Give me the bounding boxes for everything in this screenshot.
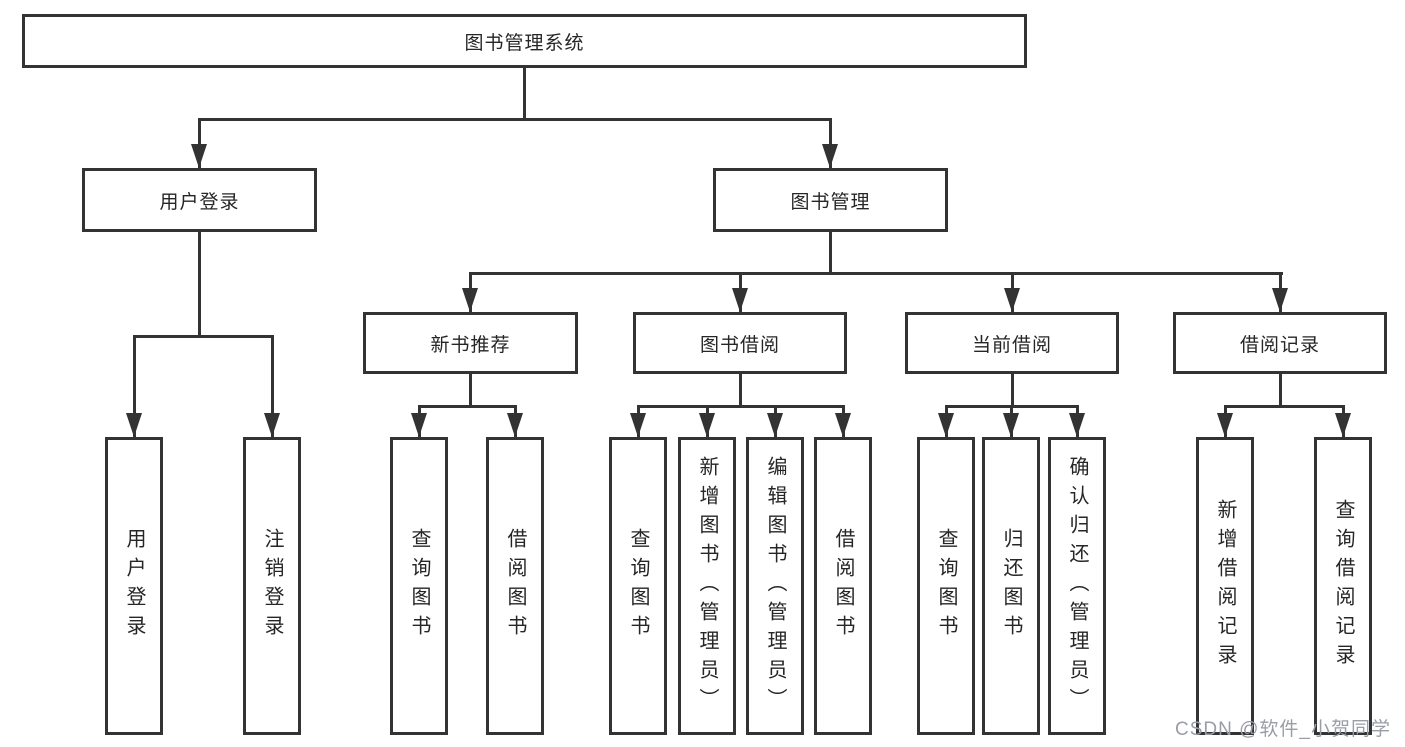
connector-drop-user-login [198, 118, 201, 168]
connector-drop-book-management [829, 118, 832, 168]
arrowhead-book-management [822, 144, 838, 168]
arrowhead-query-borrow-record [1335, 413, 1351, 437]
arrowhead-borrow-book-recommend [507, 413, 523, 437]
leaf-logout-login: 注销登录 [243, 437, 301, 735]
node-book-borrow: 图书借阅 [633, 312, 847, 374]
connector-current-borrow-stem [1011, 374, 1014, 408]
arrowhead-book-borrow [732, 288, 748, 312]
leaf-query-borrow-record: 查询借阅记录 [1314, 437, 1372, 735]
node-current-borrow: 当前借阅 [905, 312, 1119, 374]
leaf-add-borrow-record: 新增借阅记录 [1196, 437, 1254, 735]
connector-book-borrow-rail [637, 405, 845, 408]
arrowhead-leaf-logout [264, 413, 280, 437]
leaf-add-book-admin: 新增图书（管理员） [678, 437, 736, 735]
node-label: 图书管理 [790, 191, 871, 213]
connector-drop-leaf-logout [271, 335, 274, 437]
node-library-management-system: 图书管理系统 [22, 14, 1027, 68]
leaf-label: 借阅图书 [832, 528, 854, 644]
leaf-query-book-recommend: 查询图书 [390, 437, 448, 735]
leaf-label: 借阅图书 [504, 528, 526, 644]
leaf-return-book: 归还图书 [982, 437, 1040, 735]
leaf-label: 编辑图书（管理员） [764, 455, 786, 717]
leaf-label: 用户登录 [123, 528, 145, 644]
arrowhead-current-borrow [1004, 288, 1020, 312]
arrowhead-query-book-current [938, 413, 954, 437]
arrowhead-add-borrow-record [1217, 413, 1233, 437]
connector-book-borrow-stem [739, 374, 742, 408]
leaf-label: 注销登录 [261, 528, 283, 644]
leaf-label: 查询借阅记录 [1332, 499, 1354, 673]
arrowhead-query-book-recommend [411, 413, 427, 437]
connector-recommend-stem [469, 374, 472, 408]
node-label: 图书管理系统 [464, 32, 585, 54]
connector-level2-rail [198, 118, 832, 121]
leaf-user-login: 用户登录 [105, 437, 163, 735]
node-label: 新书推荐 [430, 334, 511, 356]
arrowhead-user-login [191, 144, 207, 168]
leaf-label: 查询图书 [627, 528, 649, 644]
node-label: 借阅记录 [1239, 334, 1320, 356]
leaf-borrow-book: 借阅图书 [814, 437, 872, 735]
leaf-query-book-borrow: 查询图书 [609, 437, 667, 735]
arrowhead-new-book-recommend [462, 288, 478, 312]
arrowhead-query-book-borrow [630, 413, 646, 437]
connector-user-login-stem [198, 232, 201, 338]
node-new-book-recommend: 新书推荐 [363, 312, 578, 374]
leaf-edit-book-admin: 编辑图书（管理员） [746, 437, 804, 735]
arrowhead-confirm-return [1069, 413, 1085, 437]
arrowhead-borrow-records [1272, 288, 1288, 312]
node-user-login: 用户登录 [82, 168, 317, 232]
arrowhead-leaf-user-login [126, 413, 142, 437]
node-label: 用户登录 [159, 191, 240, 213]
arrowhead-edit-book-admin [767, 413, 783, 437]
node-label: 图书借阅 [699, 334, 780, 356]
arrowhead-borrow-book [835, 413, 851, 437]
arrowhead-add-book-admin [699, 413, 715, 437]
connector-drop-leaf-user-login [133, 335, 136, 437]
leaf-label: 确认归还（管理员） [1066, 455, 1088, 717]
leaf-label: 新增借阅记录 [1214, 499, 1236, 673]
connector-borrow-records-rail [1224, 405, 1345, 408]
connector-borrow-records-stem [1279, 374, 1282, 408]
leaf-confirm-return-admin: 确认归还（管理员） [1048, 437, 1106, 735]
csdn-watermark: CSDN @软件_小贺同学 [1175, 719, 1391, 740]
leaf-label: 查询图书 [935, 528, 957, 644]
connector-book-management-stem [829, 232, 832, 275]
connector-level3-rail [469, 272, 1283, 275]
node-label: 当前借阅 [971, 334, 1052, 356]
leaf-borrow-book-recommend: 借阅图书 [486, 437, 544, 735]
node-book-management: 图书管理 [713, 168, 948, 232]
connector-user-login-rail [133, 335, 274, 338]
leaf-label: 归还图书 [1000, 528, 1022, 644]
connector-root-stem [523, 68, 526, 121]
leaf-label: 新增图书（管理员） [696, 455, 718, 717]
node-borrow-records: 借阅记录 [1173, 312, 1387, 374]
arrowhead-return-book [1003, 413, 1019, 437]
connector-recommend-rail [418, 405, 517, 408]
leaf-query-book-current: 查询图书 [917, 437, 975, 735]
leaf-label: 查询图书 [408, 528, 430, 644]
